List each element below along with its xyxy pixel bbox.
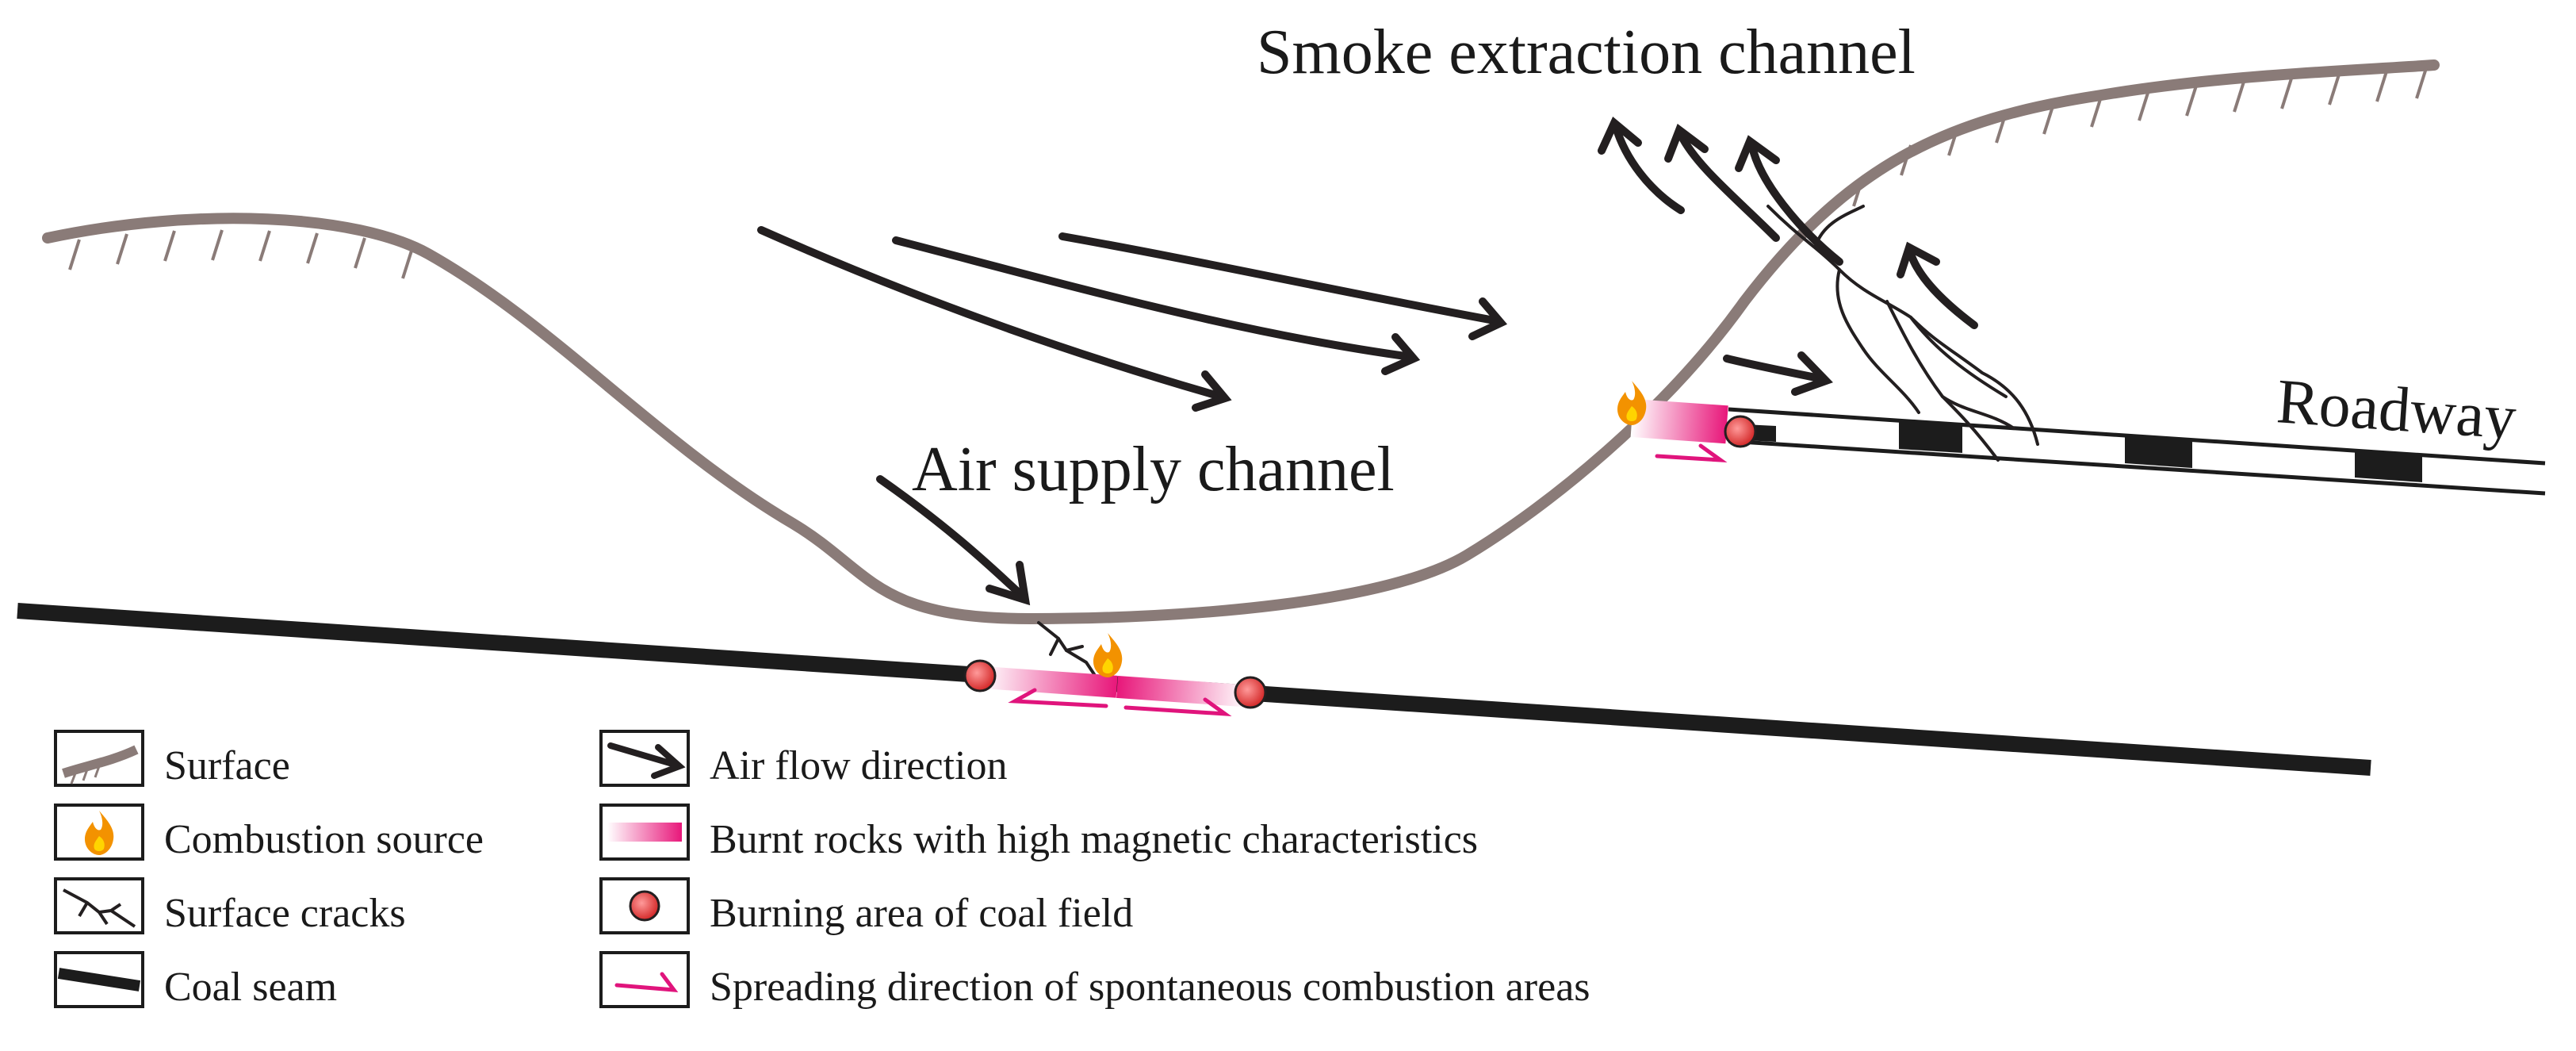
burnt-rock-lower-right: [1116, 676, 1249, 708]
coal-seam-icon: [57, 968, 141, 992]
burnt-rock-lower-left: [982, 666, 1118, 698]
legend-item-coal: Coal seam: [54, 951, 337, 1010]
legend-item-cracks: Surface cracks: [54, 877, 406, 936]
spread-arrow-icon: [614, 972, 679, 992]
legend-label-airflow: Air flow direction: [710, 743, 1007, 788]
crack-icon: [63, 888, 136, 928]
surface-profile: [42, 59, 2440, 625]
legend-label-combustion: Combustion source: [164, 817, 484, 862]
legend-item-airflow: Air flow direction: [599, 730, 1007, 788]
combustion-source-upper: [1617, 381, 1647, 425]
legend-item-spread: Spreading direction of spontaneous combu…: [599, 951, 1590, 1010]
legend-label-burning: Burning area of coal field: [710, 891, 1133, 936]
smoke-channel-label: Smoke extraction channel: [1257, 17, 1916, 87]
air-flow-arrows: [757, 116, 1978, 606]
burning-area-lower-left: [963, 659, 997, 692]
legend-item-burnt: Burnt rocks with high magnetic character…: [599, 804, 1478, 862]
legend-label-surface: Surface: [164, 743, 290, 788]
legend-label-spread: Spreading direction of spontaneous combu…: [710, 965, 1590, 1010]
legend-label-coal: Coal seam: [164, 965, 337, 1010]
air-channel-label: Air supply channel: [912, 435, 1395, 504]
legend-label-burnt: Burnt rocks with high magnetic character…: [710, 817, 1478, 862]
roadway-label: Roadway: [2275, 366, 2519, 453]
burnt-rock-upper: [1630, 399, 1728, 444]
legend: Surface Combustion source Surface cracks…: [54, 730, 1590, 1010]
legend-item-surface: Surface: [54, 730, 290, 788]
legend-item-combustion: Combustion source: [54, 804, 484, 862]
surface-icon: [62, 745, 139, 784]
spread-arrows: [1008, 443, 1728, 717]
burnt-rock-icon: [607, 823, 682, 842]
surface-cracks: [1037, 205, 2039, 676]
burning-area-icon: [629, 890, 660, 922]
legend-item-burning: Burning area of coal field: [599, 877, 1133, 936]
combustion-source-lower: [1093, 633, 1123, 677]
burning-area-upper: [1724, 415, 1757, 448]
arrow-icon: [607, 742, 686, 779]
surface-hatching: [68, 67, 2428, 279]
legend-label-cracks: Surface cracks: [164, 891, 406, 936]
burning-area-lower-right: [1234, 676, 1267, 709]
